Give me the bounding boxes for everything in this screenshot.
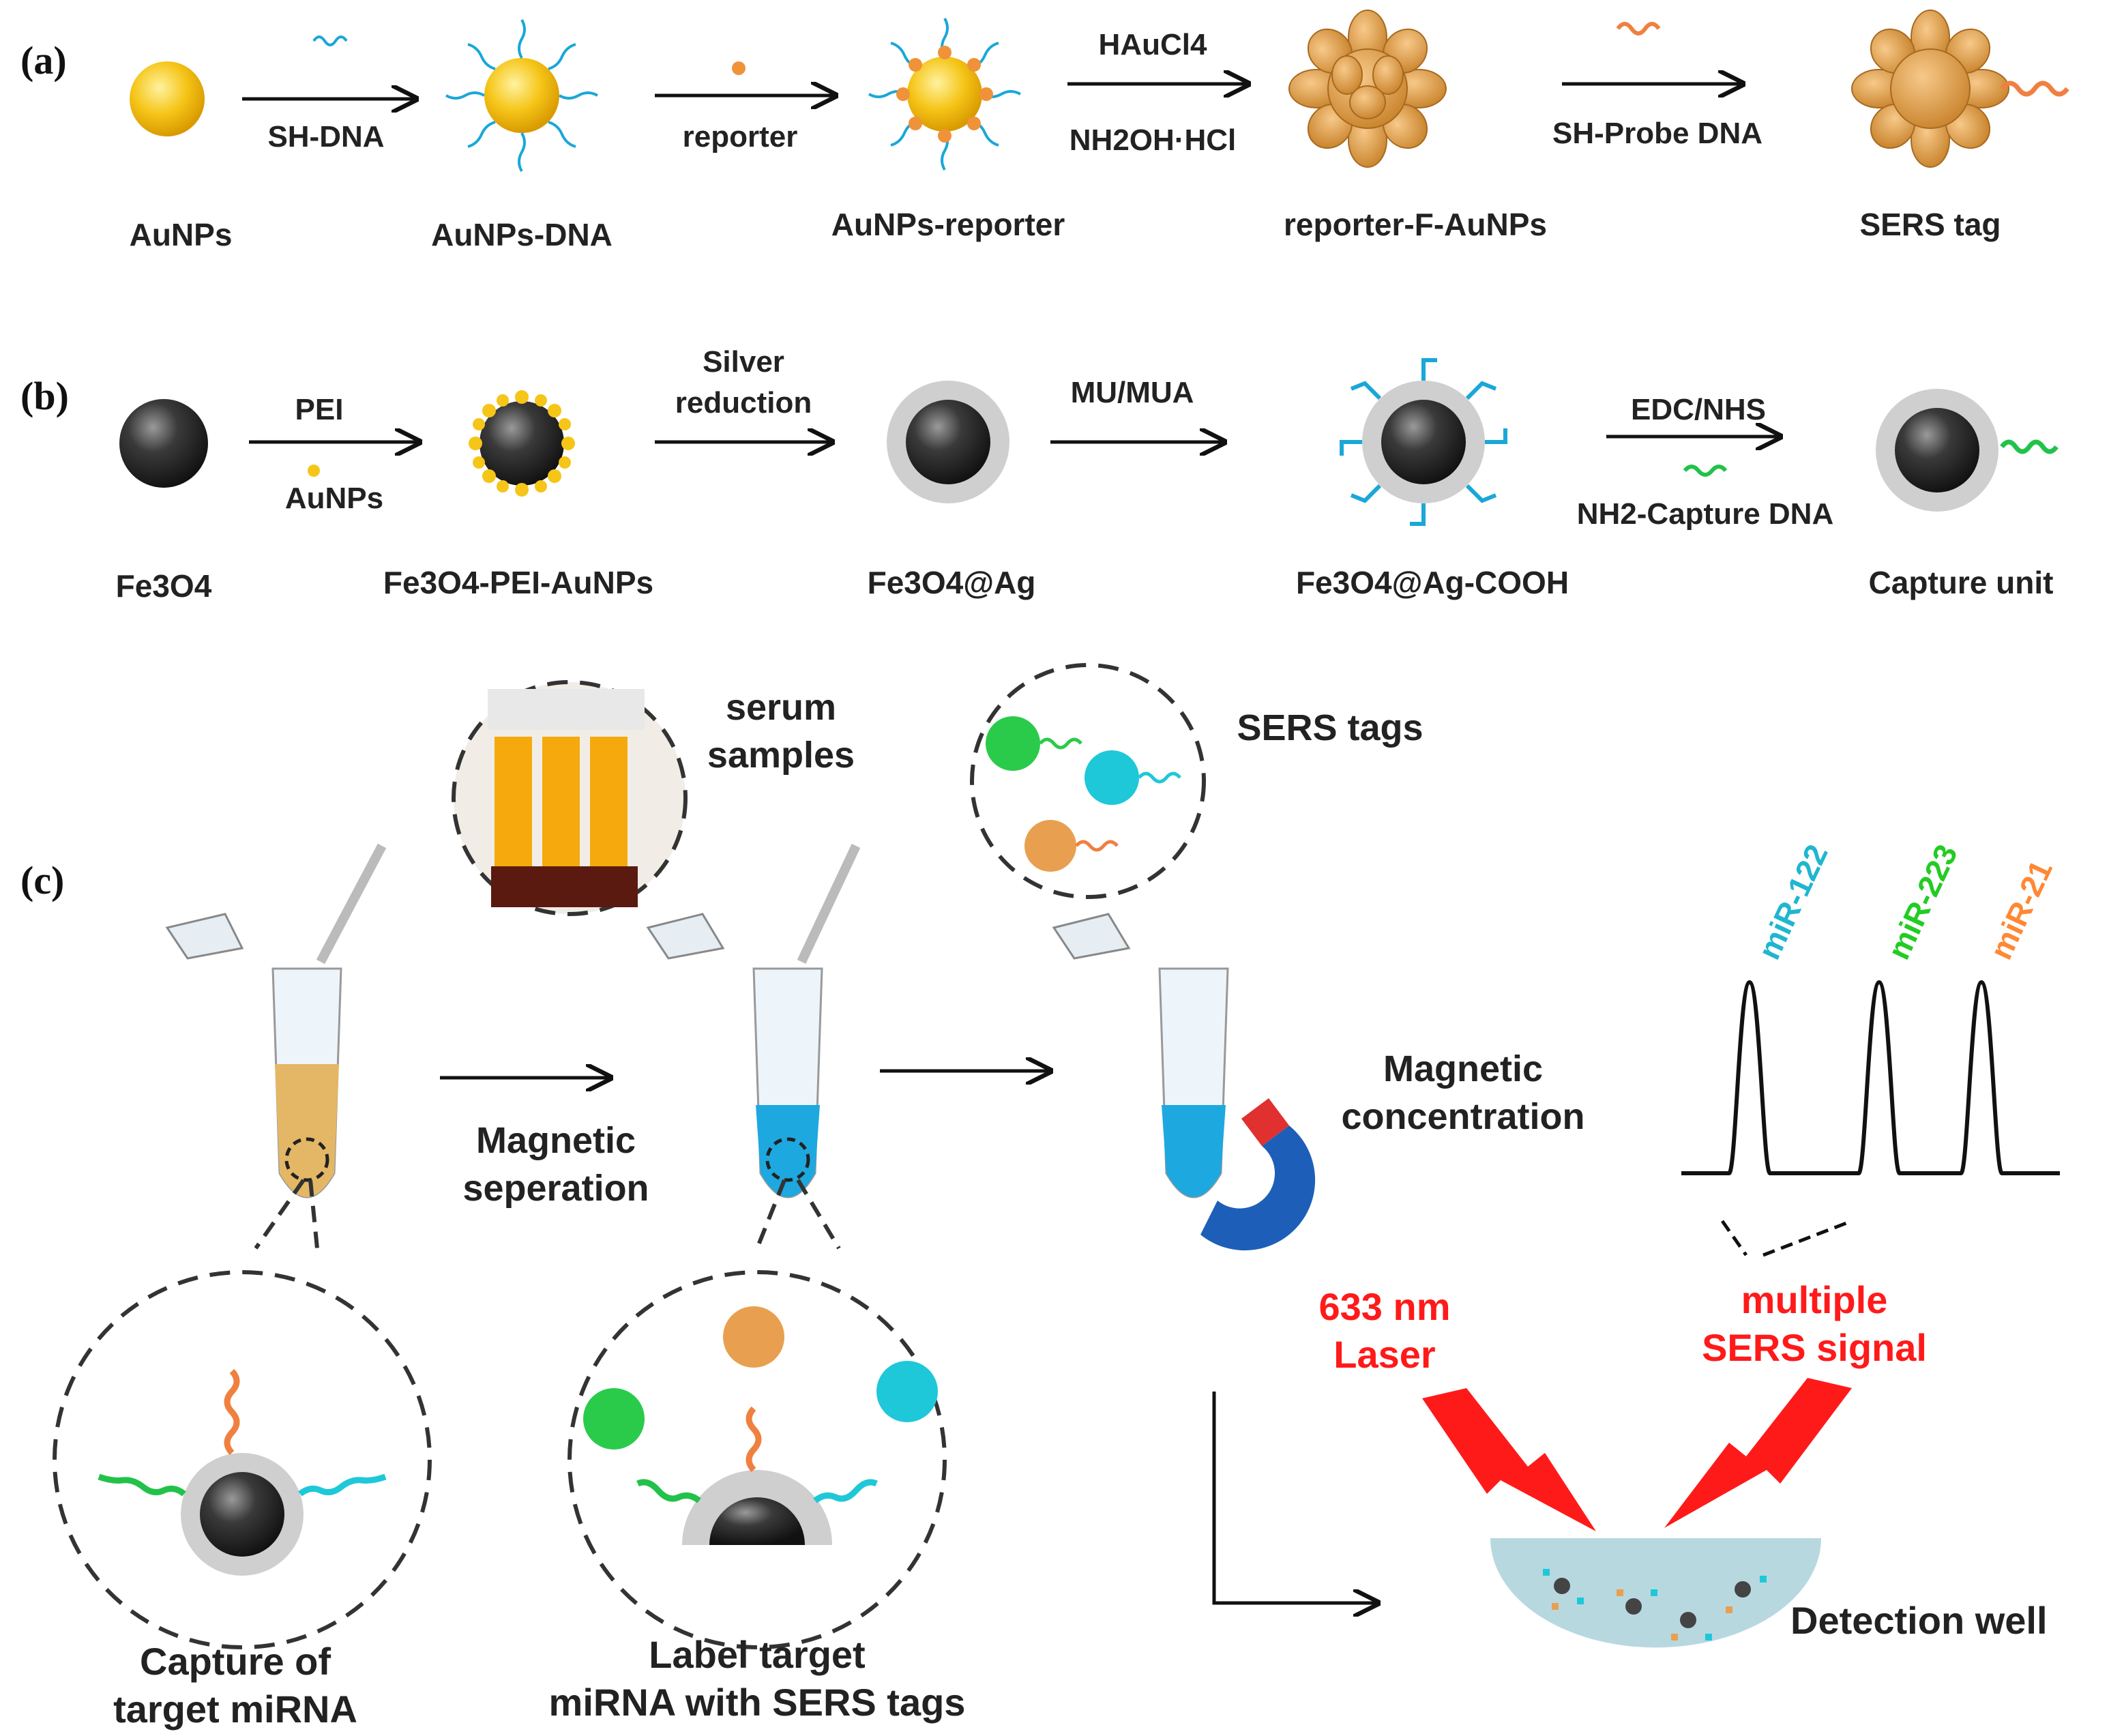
reporter-molecule-icon [732, 61, 746, 75]
step-label-fe3o4-ag: Fe3O4@Ag [868, 565, 1036, 600]
arrow-label-reduction: reduction [675, 386, 812, 420]
probe-dna-icon [1616, 22, 1661, 35]
magnetic-concentration-label-1: Magnetic [1383, 1048, 1543, 1089]
magnetic-separation-label-2: seperation [462, 1168, 649, 1209]
panel-b-tag: (b) [20, 374, 69, 418]
serum-label-2: samples [707, 735, 855, 776]
fe3o4-pei-aunps-icon [469, 390, 575, 497]
arrow-label-mu-mua: MU/MUA [1071, 376, 1194, 409]
step-label-sers-tag: SERS tag [1859, 207, 2001, 242]
capture-dna-icon [1683, 465, 1728, 477]
step-label-fe3o4: Fe3O4 [116, 568, 212, 604]
arrow-a2 [655, 61, 836, 95]
capture-label-1: Capture of [140, 1640, 331, 1683]
step-label-aunps-reporter: AuNPs-reporter [831, 207, 1065, 242]
magnetic-separation-label-1: Magnetic [476, 1120, 636, 1161]
laser-bolt-icon [1422, 1388, 1596, 1531]
arrow-b4 [1606, 437, 1780, 477]
step-label-capture-unit: Capture unit [1869, 565, 2054, 600]
serum-label-1: serum [726, 687, 836, 728]
peak-label-mir21: miR-21 [1983, 855, 2059, 965]
panel-c: (c) serum samples SERS tags [20, 663, 2060, 1731]
tube-serum [165, 843, 387, 1198]
fe3o4-ag-cooh-icon [1340, 358, 1507, 526]
step-label-aunps-dna: AuNPs-DNA [431, 217, 613, 252]
signal-label-1: multiple [1741, 1278, 1888, 1321]
tube-magnet [1052, 913, 1316, 1251]
signal-bolt-icon [1664, 1378, 1852, 1528]
serum-sample-zoom [452, 680, 688, 916]
detection-well-icon [1490, 1538, 1821, 1648]
magnet-icon [1200, 1126, 1316, 1251]
arrow-label-edc-nhs: EDC/NHS [1631, 393, 1766, 426]
arrow-to-well [1212, 1392, 1378, 1603]
laser-label-2: Laser [1333, 1333, 1435, 1376]
sers-tags-label: SERS tags [1237, 707, 1423, 748]
arrow-label-silver: Silver [703, 345, 784, 379]
fe3o4-ag-icon [887, 381, 1009, 503]
arrow-label-sh-dna: SH-DNA [267, 120, 384, 153]
label-target-label-2: miRNA with SERS tags [549, 1681, 966, 1724]
fe3o4-core-icon [119, 399, 208, 488]
label-target-label-1: Label target [649, 1633, 865, 1676]
arrow-label-nh2-capture-dna: NH2-Capture DNA [1577, 497, 1833, 531]
detection-well-label: Detection well [1790, 1599, 2048, 1642]
arrow-a1 [242, 35, 416, 99]
arrow-label-haucl4: HAuCl4 [1099, 28, 1207, 61]
arrow-label-aunps: AuNPs [285, 482, 383, 515]
sers-tags-zoom [970, 663, 1206, 899]
arrow-label-nh2oh-hcl: NH2OH·HCl [1070, 123, 1236, 157]
step-label-reporter-f-aunps: reporter-F-AuNPs [1284, 207, 1547, 242]
capture-zoom [53, 1179, 432, 1649]
magnetic-concentration-label-2: concentration [1341, 1096, 1584, 1137]
arrow-a4 [1562, 22, 1743, 84]
laser-label-1: 633 nm [1319, 1285, 1451, 1328]
flower-aunp-icon [1288, 10, 1447, 168]
panel-a: (a) [20, 10, 2069, 252]
peak-label-mir223: miR-223 [1880, 839, 1964, 965]
arrow-label-pei: PEI [295, 393, 344, 426]
capture-label-2: target miRNA [113, 1688, 357, 1731]
step-label-fe3o4-ag-cooh: Fe3O4@Ag-COOH [1296, 565, 1569, 600]
gold-nanoparticle-icon [130, 61, 205, 136]
peak-label-mir122: miR-122 [1751, 839, 1835, 965]
arrow-label-reporter: reporter [683, 120, 798, 153]
aunp-reporter-icon [868, 18, 1021, 171]
sers-spectrum: miR-122 miR-223 miR-21 [1681, 839, 2060, 1257]
tube-label [646, 844, 861, 1198]
label-zoom [567, 1179, 947, 1649]
step-label-fe3o4-pei-aunps: Fe3O4-PEI-AuNPs [383, 565, 653, 600]
arrow-b1 [249, 442, 419, 477]
panel-a-tag: (a) [20, 38, 67, 83]
arrow-label-sh-probe-dna: SH-Probe DNA [1552, 117, 1762, 150]
signal-label-2: SERS signal [1702, 1326, 1927, 1369]
sers-tag-icon [1851, 10, 2069, 168]
dna-strand-icon [312, 35, 348, 46]
aunp-dna-icon [445, 19, 598, 172]
panel-c-tag: (c) [20, 858, 64, 902]
panel-b: (b) [20, 345, 2059, 604]
capture-unit-icon [1876, 389, 2059, 512]
step-label-aunps: AuNPs [130, 217, 233, 252]
